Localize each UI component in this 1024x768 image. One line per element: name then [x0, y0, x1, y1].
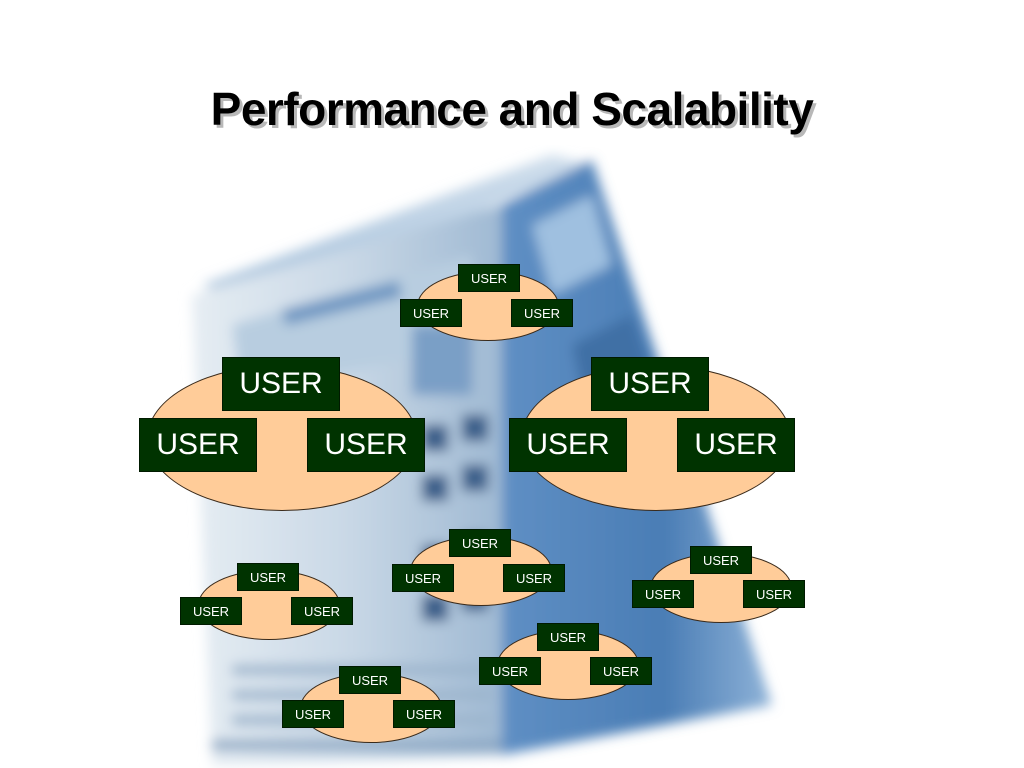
user-box[interactable]: USER	[458, 264, 520, 292]
user-cluster-bottom: USER USER USER	[282, 666, 458, 744]
user-box[interactable]: USER	[537, 623, 599, 651]
user-box[interactable]: USER	[180, 597, 242, 625]
user-cluster-large-right: USER USER USER	[509, 357, 797, 513]
user-box[interactable]: USER	[591, 357, 709, 411]
user-cluster-middle: USER USER USER	[392, 529, 568, 607]
user-box[interactable]: USER	[479, 657, 541, 685]
user-box[interactable]: USER	[282, 700, 344, 728]
user-box[interactable]: USER	[632, 580, 694, 608]
user-box[interactable]: USER	[339, 666, 401, 694]
user-box[interactable]: USER	[307, 418, 425, 472]
user-box[interactable]: USER	[449, 529, 511, 557]
user-box[interactable]: USER	[677, 418, 795, 472]
user-box[interactable]: USER	[590, 657, 652, 685]
user-cluster-right: USER USER USER	[632, 546, 808, 624]
user-cluster-lower-center: USER USER USER	[479, 623, 655, 701]
user-box[interactable]: USER	[237, 563, 299, 591]
user-box[interactable]: USER	[393, 700, 455, 728]
user-cluster-top: USER USER USER	[399, 264, 575, 342]
user-box[interactable]: USER	[743, 580, 805, 608]
user-box[interactable]: USER	[222, 357, 340, 411]
user-box[interactable]: USER	[291, 597, 353, 625]
user-box[interactable]: USER	[400, 299, 462, 327]
user-box[interactable]: USER	[511, 299, 573, 327]
user-box[interactable]: USER	[690, 546, 752, 574]
user-cluster-left: USER USER USER	[180, 563, 356, 641]
user-box[interactable]: USER	[392, 564, 454, 592]
slide-title: Performance and Scalability	[210, 83, 814, 135]
user-cluster-large-left: USER USER USER	[139, 357, 427, 513]
user-box[interactable]: USER	[503, 564, 565, 592]
user-box[interactable]: USER	[509, 418, 627, 472]
user-box[interactable]: USER	[139, 418, 257, 472]
